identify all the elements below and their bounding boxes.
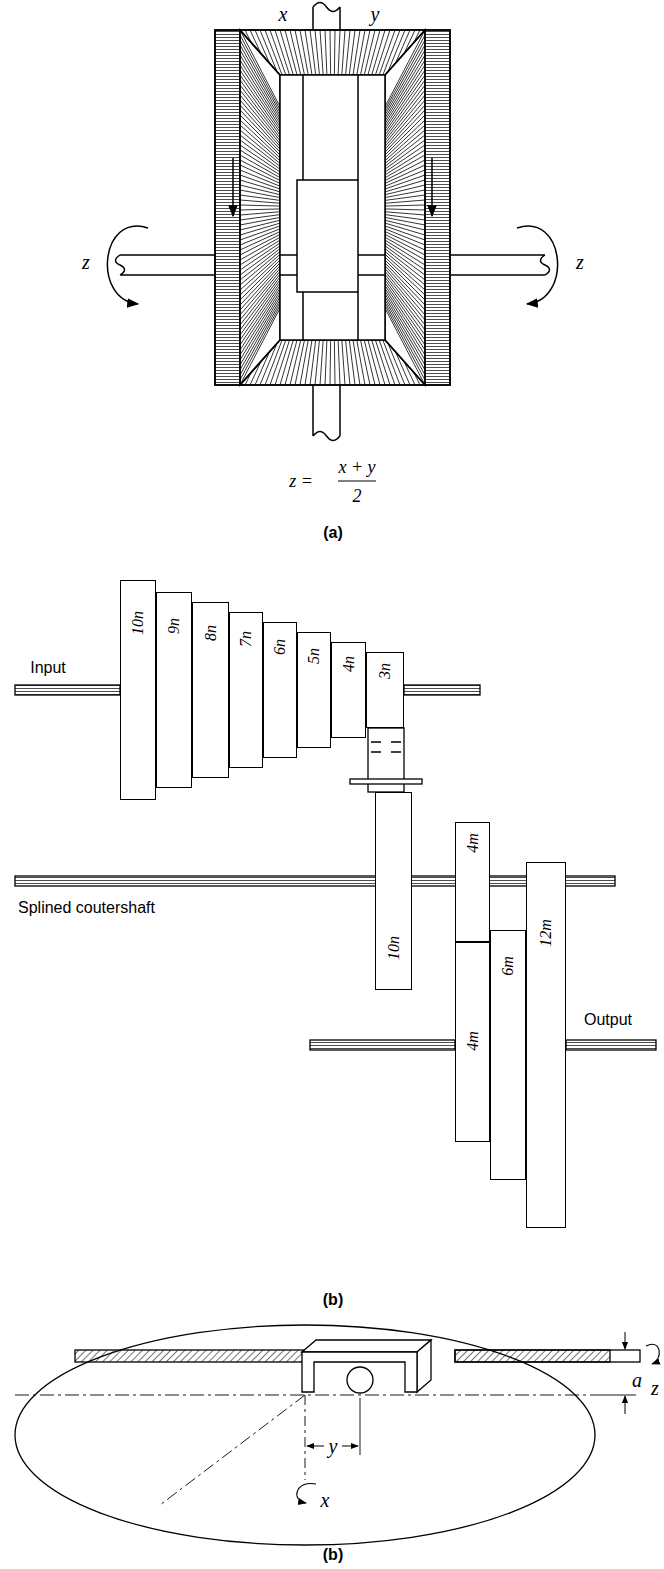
gear-label: 10n [130,611,146,635]
shaft [455,1350,610,1362]
gear-label: 4m [465,833,481,853]
bevel-gear [240,30,425,75]
gear-label: 6n [272,639,288,655]
center-line [15,1395,600,1396]
ball [347,1367,373,1393]
output-variable: z [82,252,90,272]
dimension-label: a [632,1370,642,1390]
gear-label: 8n [203,625,219,641]
dimension-label: y [329,1436,338,1456]
dimension-arrow [625,1396,626,1414]
gear-label: 10n [386,936,402,960]
gear-label: 7n [238,631,254,647]
top-shaft [313,3,340,31]
equation-text: z = [289,472,313,490]
bore-dashes [371,742,401,752]
gear-box: 7n [229,612,263,768]
inner-shaft [280,255,385,275]
dimension-arrow [307,1446,324,1447]
figure-caption: (b) [323,1292,343,1308]
gear-box: 4m [455,942,490,1142]
rotation-arrow [297,1483,316,1503]
rotation-arrow [232,158,234,216]
equation-text: x + y [338,458,375,476]
spider-frame [280,75,385,340]
axis-line [160,1395,305,1505]
output-shaft [310,1040,455,1050]
figure-caption: (a) [323,525,343,541]
axis-line [305,1395,306,1480]
gear-box: 5n [297,632,331,748]
housing-outline [215,30,450,385]
spider-block [297,180,358,292]
rotation-arrow [646,1344,659,1364]
input-shaft [404,685,480,695]
right-shaft [450,255,550,275]
side-gear-rim [215,30,240,385]
left-shaft [116,255,216,275]
gear-label: 9n [166,618,182,634]
gear-box: 8n [192,602,229,778]
shaft-label: Input [30,660,66,676]
fraction-bar [338,480,376,481]
integrator [15,1325,659,1545]
shift-collar [350,779,422,784]
differential [107,3,557,482]
dimension-arrow [342,1446,358,1447]
fork [302,1352,417,1392]
gear-label: 12m [538,919,554,947]
bevel-gear [240,30,280,385]
side-gear-rim [425,30,450,385]
figure-caption: (b) [323,1547,343,1563]
input-shaft [15,685,120,695]
gear-box: 4n [331,642,366,738]
fork [302,1340,431,1352]
gear-box: 3n [366,652,404,728]
gear-box: 4m [455,822,490,942]
rotation-arrow [107,226,148,304]
equation-text: 2 [353,487,362,505]
fork [417,1340,431,1392]
shaft [455,1350,640,1362]
gear-box: 10n [375,792,412,990]
gear-label: 5n [306,648,322,664]
shaft-label: Splined coutershaft [18,900,155,916]
gear-box: 6m [490,930,526,1180]
gear-box: 10n [120,580,156,800]
rotation-label: x [321,1490,330,1510]
gear-box: 6n [263,622,297,758]
shaft-label: Output [584,1012,632,1028]
gear-label: 3n [377,663,393,679]
countershaft [15,876,615,886]
gear-label: 4n [341,656,357,672]
bevel-gear [385,30,425,385]
gear-box: 12m [526,862,566,1228]
dimension-arrow [625,1332,626,1349]
rotation-arrow [517,226,558,304]
bottom-shaft [313,385,340,441]
input-variable: x [279,4,288,24]
output-shaft [566,1040,656,1050]
output-variable: z [576,252,584,272]
extension-line [360,1398,361,1455]
gear-box: 9n [156,592,192,788]
gear-label: 4m [465,1031,481,1051]
rotation-arrow [431,158,433,216]
extension-line [600,1395,636,1396]
shaft [75,1350,305,1362]
bevel-gear [240,340,425,385]
input-variable: y [371,4,380,24]
gear-label: 6m [500,956,516,976]
rotation-label: z [651,1378,659,1398]
